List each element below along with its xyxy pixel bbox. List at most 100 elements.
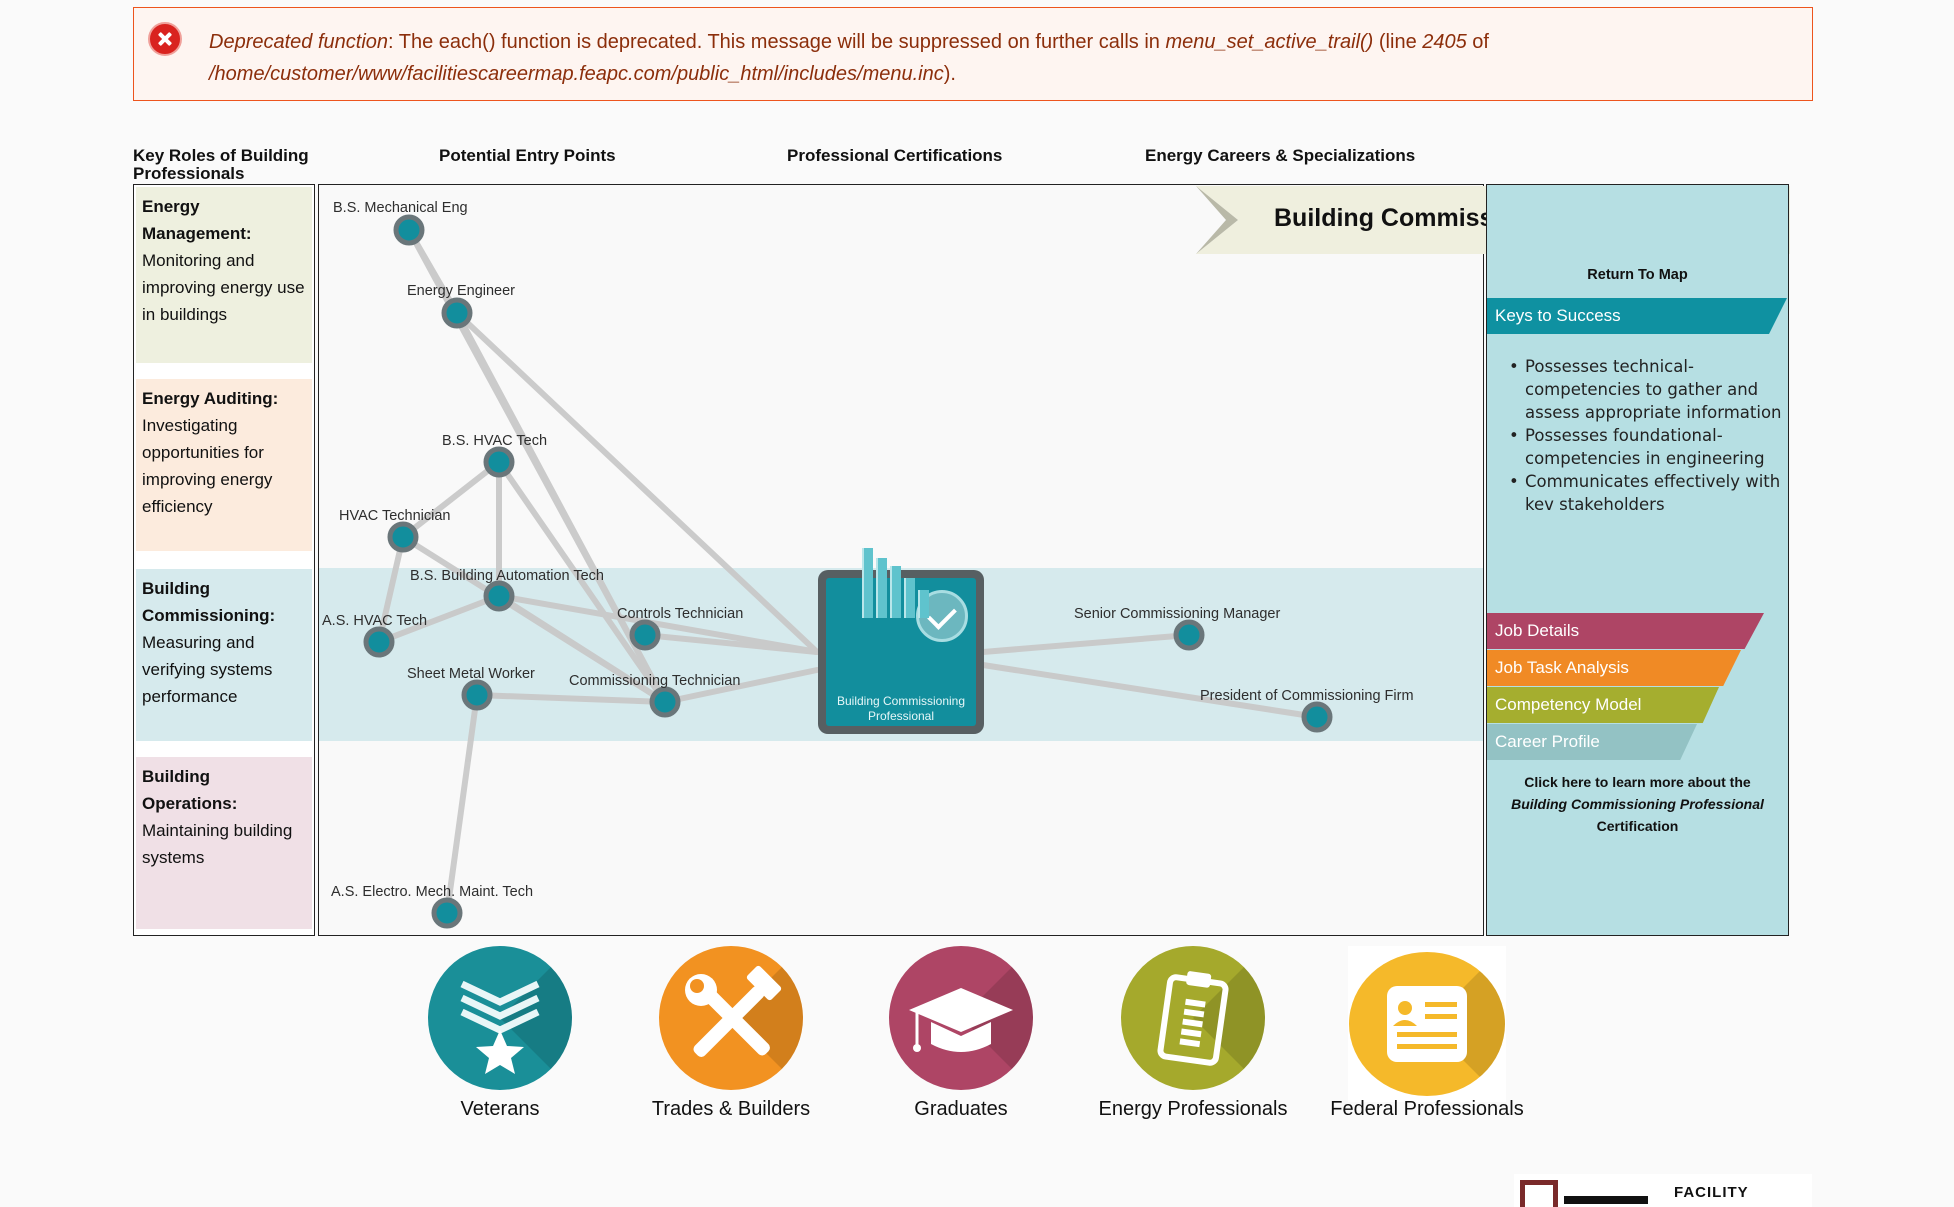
audience-label: Veterans <box>460 1098 540 1120</box>
tab-job-task-analysis[interactable]: Job Task Analysis <box>1487 650 1741 686</box>
role-energy-auditing: Energy Auditing: Investigating opportunit… <box>136 379 312 551</box>
certification-link[interactable]: Click here to learn more about the Build… <box>1497 771 1778 837</box>
node-label: Senior Commissioning Manager <box>1074 606 1280 622</box>
cert-link-suffix: Certification <box>1596 818 1679 834</box>
node-label: HVAC Technician <box>339 508 451 524</box>
node-label: Sheet Metal Worker <box>407 666 535 682</box>
node-label: Commissioning Technician <box>569 673 740 689</box>
node-label: B.S. Building Automation Tech <box>410 568 604 584</box>
tab-career-profile[interactable]: Career Profile <box>1487 724 1697 760</box>
edge <box>454 310 820 655</box>
node-bs-mech[interactable]: B.S. Mechanical Eng <box>333 200 468 246</box>
error-message: Deprecated function: The each() function… <box>133 7 1813 101</box>
certification-node-inner: Building Commissioning Professional <box>826 548 976 726</box>
edge <box>980 662 1320 720</box>
node-bs-building-automation[interactable]: B.S. Building Automation Tech <box>410 568 604 612</box>
role-energy-management: Energy Management: Monitoring and improvi… <box>136 187 312 363</box>
error-path: /home/customer/www/facilitiescareermap.f… <box>209 63 944 85</box>
node-senior-commissioning-manager[interactable]: Senior Commissioning Manager <box>1074 606 1280 651</box>
node-as-electro-mech[interactable]: A.S. Electro. Mech. Maint. Tech <box>331 884 533 929</box>
role-desc: Investigating opportunities for improvin… <box>142 416 273 516</box>
error-line-prefix: (line <box>1373 31 1423 53</box>
cert-link-prefix: Click here to learn more about the <box>1524 774 1751 790</box>
list-item: Possesses foundational-competencies in e… <box>1509 424 1785 470</box>
node-sheet-metal-worker[interactable]: Sheet Metal Worker <box>407 666 535 711</box>
career-map: B.S. Mechanical Eng Energy Engineer B.S.… <box>318 184 1484 936</box>
error-label: Deprecated function <box>209 31 389 53</box>
id-card-icon <box>1349 952 1505 1096</box>
graduation-cap-icon <box>889 946 1033 1090</box>
role-title: Energy Auditing: <box>142 389 279 408</box>
audience-label: Energy Professionals <box>1098 1098 1288 1120</box>
clipboard-icon <box>1121 946 1265 1090</box>
column-header-careers: Energy Careers & Specializations <box>1145 146 1416 165</box>
building-logo-icon <box>1520 1180 1558 1207</box>
edge <box>444 692 480 916</box>
role-desc: Monitoring and improving energy use in b… <box>142 251 305 324</box>
column-header-certifications: Professional Certifications <box>787 146 1003 165</box>
edge <box>980 632 1192 655</box>
audience-trades[interactable]: Trades & Builders <box>616 946 846 1121</box>
node-label: A.S. HVAC Tech <box>322 613 427 629</box>
column-header-key-roles: Key Roles of Building Professionals <box>133 146 309 183</box>
return-to-map-link[interactable]: Return To Map <box>1587 267 1688 283</box>
error-line-number: 2405 <box>1422 31 1467 53</box>
role-building-commissioning: Building Commissioning: Measuring and ver… <box>136 569 312 741</box>
error-message-text: : The each() function is deprecated. Thi… <box>388 31 1166 53</box>
error-of: of <box>1466 31 1489 53</box>
node-label: President of Commissioning Firm <box>1200 688 1414 704</box>
career-sidebar: Return To Map Keys to Success Possesses … <box>1486 184 1789 936</box>
role-title: Building Commissioning: <box>142 579 276 625</box>
node-label: A.S. Electro. Mech. Maint. Tech <box>331 884 533 900</box>
edge <box>662 667 820 705</box>
cert-link-name: Building Commissioning Professional <box>1511 796 1764 812</box>
error-text: Deprecated function: The each() function… <box>209 26 1789 90</box>
node-controls-technician[interactable]: Controls Technician <box>617 606 743 651</box>
role-title: Building Operations: <box>142 767 238 813</box>
node-hvac-technician[interactable]: HVAC Technician <box>339 508 451 553</box>
certification-node-label: Building Commissioning Professional <box>836 694 966 723</box>
edge <box>400 459 502 540</box>
node-bs-hvac[interactable]: B.S. HVAC Tech <box>442 433 547 478</box>
keys-to-success-header: Keys to Success <box>1487 298 1787 334</box>
node-president-commissioning-firm[interactable]: President of Commissioning Firm <box>1200 688 1414 733</box>
edge <box>642 632 820 655</box>
key-roles-column: Energy Management: Monitoring and improvi… <box>133 184 315 936</box>
logo-text: FACILITY <box>1674 1184 1749 1201</box>
list-item: Possesses technical-competencies to gath… <box>1509 355 1785 424</box>
error-suffix: ). <box>943 63 956 85</box>
audience-label: Graduates <box>914 1098 1008 1120</box>
facility-logo[interactable]: FACILITY <box>1514 1174 1812 1207</box>
column-header-entry-points: Potential Entry Points <box>439 146 616 165</box>
wrench-hammer-icon <box>659 946 803 1090</box>
edge <box>474 692 668 705</box>
node-energy-engineer[interactable]: Energy Engineer <box>407 283 515 329</box>
edge <box>376 534 406 645</box>
tab-job-details[interactable]: Job Details <box>1487 613 1764 649</box>
list-item: Communicates effectively with kev stakeh… <box>1509 470 1785 516</box>
node-as-hvac[interactable]: A.S. HVAC Tech <box>322 613 427 658</box>
audience-federal-professionals[interactable]: Federal Professionals <box>1312 946 1542 1121</box>
error-function: menu_set_active_trail() <box>1165 31 1374 53</box>
edge <box>496 459 668 705</box>
role-desc: Measuring and verifying systems performa… <box>142 633 273 706</box>
keys-to-success-list: Possesses technical-competencies to gath… <box>1509 355 1785 516</box>
node-label: Energy Engineer <box>407 283 515 299</box>
role-building-operations: Building Operations:Maintaining building… <box>136 757 312 929</box>
audience-label: Trades & Builders <box>651 1098 811 1120</box>
edge <box>496 593 820 655</box>
chevron-star-icon <box>428 946 572 1090</box>
role-title: Energy Management: <box>142 197 252 243</box>
tab-competency-model[interactable]: Competency Model <box>1487 687 1719 723</box>
node-label: B.S. Mechanical Eng <box>333 200 468 216</box>
audience-energy-professionals[interactable]: Energy Professionals <box>1078 946 1308 1121</box>
node-label: Controls Technician <box>617 606 743 622</box>
node-commissioning-technician[interactable]: Commissioning Technician <box>569 673 740 718</box>
checkmark-badge-icon <box>916 590 968 642</box>
node-label: B.S. HVAC Tech <box>442 433 547 449</box>
edge <box>376 593 502 645</box>
error-x-icon <box>148 22 182 56</box>
certification-node[interactable]: Building Commissioning Professional <box>818 548 984 734</box>
audience-graduates[interactable]: Graduates <box>846 946 1076 1121</box>
audience-veterans[interactable]: Veterans <box>385 946 615 1121</box>
